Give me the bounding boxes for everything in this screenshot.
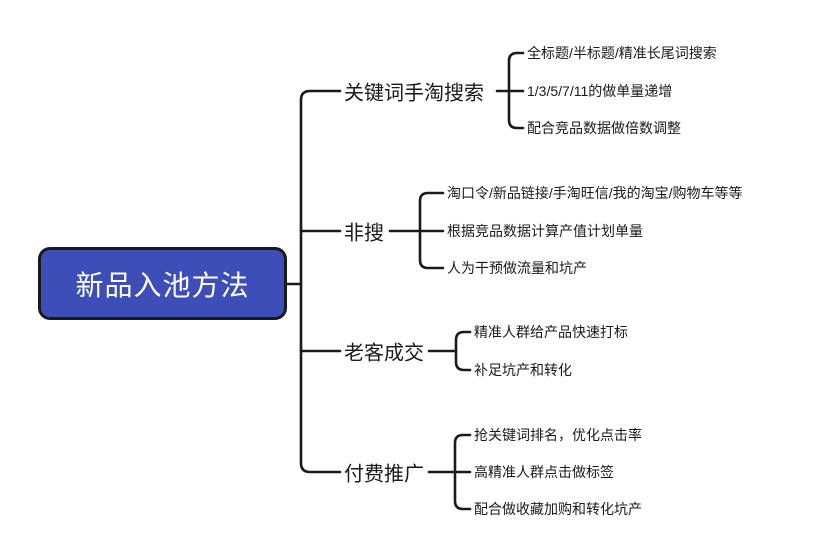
leaf-node[interactable]: 补足坑产和转化 (474, 362, 572, 378)
leaf-node[interactable]: 高精准人群点击做标签 (474, 464, 614, 480)
leaf-node[interactable]: 精准人群给产品快速打标 (474, 324, 628, 340)
leaf-node[interactable]: 配合做收藏加购和转化坑产 (474, 501, 642, 517)
root-node[interactable]: 新品入池方法 (38, 247, 287, 320)
leaf-node[interactable]: 全标题/半标题/精准长尾词搜索 (527, 45, 717, 61)
branch-node-keyword-search[interactable]: 关键词手淘搜索 (344, 82, 484, 105)
leaf-node[interactable]: 人为干预做流量和坑产 (447, 260, 587, 276)
root-node-label: 新品入池方法 (75, 269, 250, 301)
leaf-node[interactable]: 抢关键词排名，优化点击率 (474, 427, 642, 443)
branch-node-old-customers[interactable]: 老客成交 (344, 342, 424, 365)
branch-node-paid-promo[interactable]: 付费推广 (344, 463, 424, 486)
branch-node-non-search[interactable]: 非搜 (344, 222, 384, 245)
spine (299, 89, 342, 474)
leaf-node[interactable]: 1/3/5/7/11的做单量递增 (527, 83, 673, 99)
branch3-bracket (454, 330, 472, 372)
leaf-node[interactable]: 根据竞品数据计算产值计划单量 (447, 223, 643, 239)
leaf-node[interactable]: 配合竞品数据做倍数调整 (527, 120, 681, 136)
leaf-node[interactable]: 淘口令/新品链接/手淘旺信/我的淘宝/购物车等等 (447, 185, 743, 201)
